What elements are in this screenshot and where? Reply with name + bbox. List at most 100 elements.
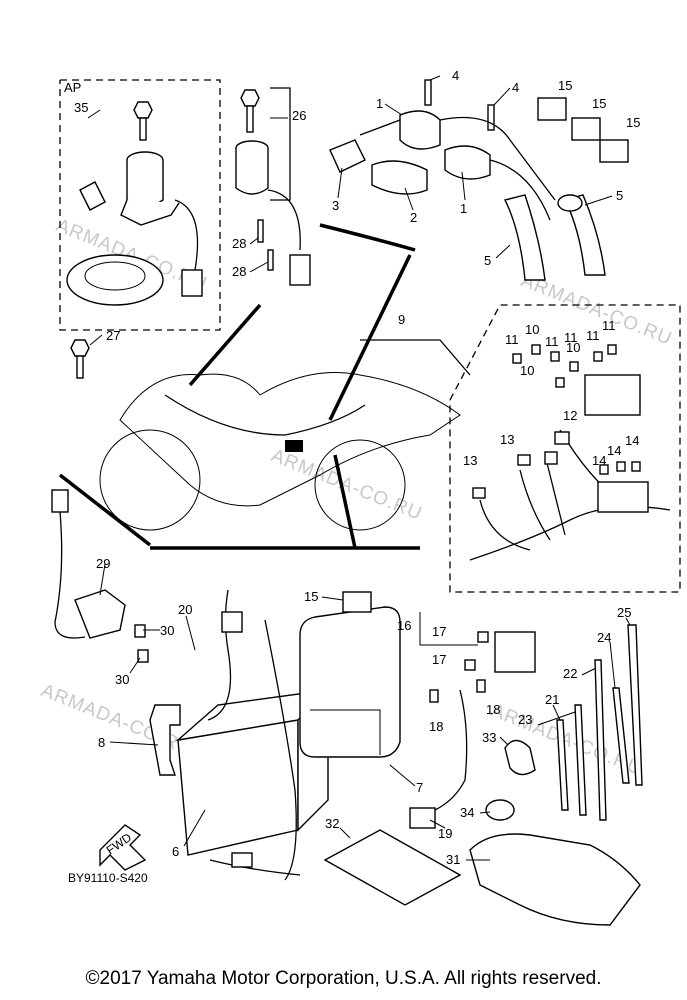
clamp-33 <box>504 739 536 776</box>
relay-15d <box>342 591 372 613</box>
leader-9 <box>360 339 471 376</box>
relay-15b <box>571 117 601 141</box>
cover-31 <box>469 833 641 926</box>
harness-dashed-box <box>449 304 681 593</box>
leader-28b <box>249 261 269 273</box>
battery-lead-20 <box>207 589 232 721</box>
callout-10b: 10 <box>566 340 580 355</box>
callout-30b: 30 <box>115 672 129 687</box>
key-head-35 <box>133 101 153 119</box>
key-blade-35 <box>139 117 147 141</box>
callout-7: 7 <box>416 780 423 795</box>
callout-28b: 28 <box>232 264 246 279</box>
fuse-11d <box>607 344 617 355</box>
connector-13b <box>517 454 531 466</box>
leader-34 <box>479 811 491 814</box>
ground-connector <box>231 852 253 868</box>
bracket-26 <box>270 87 291 201</box>
leader-15d <box>321 596 344 601</box>
callout-5b: 5 <box>616 188 623 203</box>
sensor-wire <box>54 511 86 639</box>
coil-pointer-a <box>359 119 401 136</box>
sensor-connector <box>51 489 69 513</box>
battery-box-7 <box>299 606 401 758</box>
fuse-17a <box>477 631 489 643</box>
fwd-arrow <box>99 824 147 871</box>
callout-31: 31 <box>446 852 460 867</box>
callout-6: 6 <box>172 844 179 859</box>
ap-key-set-group: AP <box>59 79 221 379</box>
leader-8 <box>109 741 159 746</box>
callout-11a: 11 <box>505 332 519 347</box>
fuse-14c <box>631 461 641 472</box>
battery-group: FWD BY91110-S420 <box>68 589 643 926</box>
fuse-11b <box>550 351 560 362</box>
bolt-4b <box>487 104 495 131</box>
sensor-29-group <box>51 489 149 663</box>
leader-24 <box>609 641 616 689</box>
callout-19: 19 <box>438 826 452 841</box>
relay-15a <box>537 97 567 121</box>
leader-23 <box>537 711 576 726</box>
callout-35: 35 <box>74 100 88 115</box>
callout-3: 3 <box>332 198 339 213</box>
callout-15c: 15 <box>626 115 640 130</box>
leader-2 <box>404 187 414 211</box>
screw-30b <box>137 649 149 663</box>
switch-26-connector <box>289 254 311 286</box>
leader-1b <box>461 171 466 201</box>
relay-15c <box>599 139 629 163</box>
callout-21: 21 <box>545 692 559 707</box>
key-head-26 <box>240 89 260 107</box>
ignition-coil-2 <box>371 160 428 195</box>
fuse-10c <box>555 377 565 388</box>
ignition-coils-group <box>329 79 629 281</box>
bike-body <box>119 372 461 507</box>
cable-tie-23 <box>574 704 587 816</box>
callout-16: 16 <box>397 618 411 633</box>
callout-33: 33 <box>482 730 496 745</box>
callout-numbers: 35 26 27 28 28 4 4 1 1 2 3 5 5 15 15 15 … <box>74 68 640 867</box>
callout-13a: 13 <box>500 432 514 447</box>
callout-18a: 18 <box>429 719 443 734</box>
fuse-10b <box>569 361 579 372</box>
clamp-34 <box>485 799 515 821</box>
harness-main <box>469 506 671 561</box>
callout-26: 26 <box>292 108 306 123</box>
callout-9: 9 <box>398 312 405 327</box>
callout-4b: 4 <box>512 80 519 95</box>
lead-19-cap <box>409 807 436 829</box>
leader-thick-4 <box>58 473 152 547</box>
cable-tie-22 <box>594 659 607 821</box>
callout-15a: 15 <box>558 78 572 93</box>
leader-20 <box>185 615 196 651</box>
fuse-17b <box>464 659 476 671</box>
starter-relay-16 <box>494 631 536 673</box>
callout-14c: 14 <box>625 433 639 448</box>
spark-plug-cap-5b <box>563 194 606 276</box>
leader-5a <box>495 244 511 259</box>
screw-30a <box>134 624 146 638</box>
leader-lines <box>58 223 420 550</box>
callout-29: 29 <box>96 556 110 571</box>
bolt-18b <box>476 679 486 693</box>
leader-22 <box>581 667 597 676</box>
leader-4a <box>429 75 441 81</box>
battery-lead-long <box>264 619 297 881</box>
front-wheel <box>99 429 201 531</box>
callout-15b: 15 <box>592 96 606 111</box>
screw-28b <box>267 249 274 271</box>
leader-35 <box>87 109 101 119</box>
main-switch-connector <box>181 269 203 297</box>
battery-6-front <box>177 719 299 856</box>
leader-6 <box>183 809 206 847</box>
callout-27: 27 <box>106 328 120 343</box>
leader-19 <box>429 819 446 829</box>
ap-label: AP <box>64 80 81 95</box>
ecu-marker <box>285 440 303 452</box>
cap-5b-top <box>557 194 583 212</box>
callout-17b: 17 <box>432 652 446 667</box>
key-head-27 <box>70 339 90 357</box>
callout-8: 8 <box>98 735 105 750</box>
callout-11d: 11 <box>602 318 616 333</box>
